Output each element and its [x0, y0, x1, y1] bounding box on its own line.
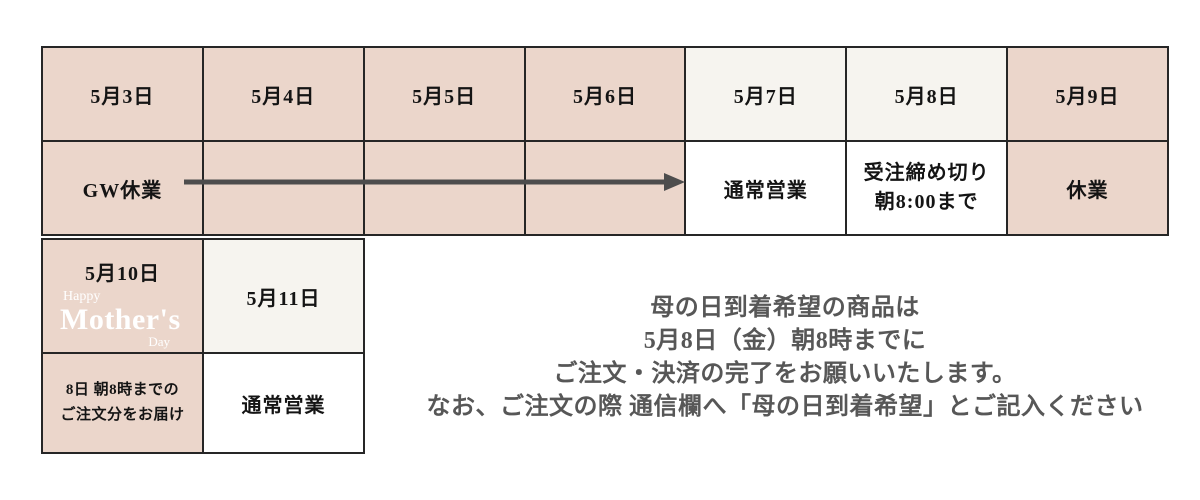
status-row: GW休業 通常営業 受注締め切り 朝8:00まで 休業: [41, 140, 1169, 236]
status-cell-closed-may9: 休業: [1006, 140, 1169, 236]
date-cell-may5: 5月5日: [362, 46, 526, 142]
status-cell-may5-empty: [362, 140, 526, 236]
may10-date-label: 5月10日: [85, 262, 160, 285]
notice-line1: 母の日到着希望の商品は: [650, 295, 920, 321]
mothers-day-logo: Happy Mother's Day: [43, 288, 202, 350]
logo-day-label: Day: [148, 334, 170, 350]
deadline-line2: 朝8:00まで: [874, 191, 979, 213]
status-cell-order-deadline: 受注締め切り 朝8:00まで: [845, 140, 1009, 236]
notice-line4: なお、ご注文の際 通信欄へ「母の日到着希望」とご記入ください: [426, 394, 1144, 420]
delivery-note-cell: 8日 朝8時までの ご注文分をお届け: [41, 352, 204, 454]
date-cell-may6: 5月6日: [523, 46, 687, 142]
delivery-note-line2: ご注文分をお届け: [60, 407, 185, 423]
weekend-table: 5月10日 Happy Mother's Day 5月11日 8日 朝8時までの…: [41, 238, 365, 454]
date-header-row: 5月3日 5月4日 5月5日 5月6日 5月7日 5月8日 5月9日: [41, 46, 1169, 142]
deadline-line1: 受注締め切り: [863, 162, 990, 184]
date-cell-may3: 5月3日: [41, 46, 204, 142]
date-cell-may10-mothers-day: 5月10日 Happy Mother's Day: [41, 238, 204, 354]
weekend-status-row: 8日 朝8時までの ご注文分をお届け 通常営業: [41, 352, 365, 454]
gw-week-table: 5月3日 5月4日 5月5日 5月6日 5月7日 5月8日 5月9日 GW休業 …: [41, 46, 1169, 236]
date-cell-may11: 5月11日: [202, 238, 365, 354]
delivery-note-line1: 8日 朝8時までの: [65, 381, 180, 398]
status-cell-may6-empty: [523, 140, 687, 236]
status-cell-gw-closed: GW休業: [41, 140, 204, 236]
notice-line2: 5月8日（金）朝8時までに: [643, 328, 927, 354]
arrow-right-icon: [184, 173, 685, 191]
weekend-date-row: 5月10日 Happy Mother's Day 5月11日: [41, 238, 365, 354]
status-cell-may4-empty: [201, 140, 365, 236]
date-cell-may4: 5月4日: [201, 46, 365, 142]
logo-happy-label: Happy: [63, 288, 101, 304]
status-cell-open-may7: 通常営業: [684, 140, 848, 236]
date-cell-may8: 5月8日: [845, 46, 1009, 142]
date-cell-may7: 5月7日: [684, 46, 848, 142]
date-cell-may9: 5月9日: [1006, 46, 1169, 142]
notice-line3: ご注文・決済の完了をお願いいたします。: [553, 361, 1017, 387]
mothers-day-notice: 母の日到着希望の商品は 5月8日（金）朝8時までに ご注文・決済の完了をお願いい…: [370, 292, 1200, 424]
logo-mothers-label: Mother's: [60, 302, 181, 336]
status-cell-open-may11: 通常営業: [202, 352, 365, 454]
